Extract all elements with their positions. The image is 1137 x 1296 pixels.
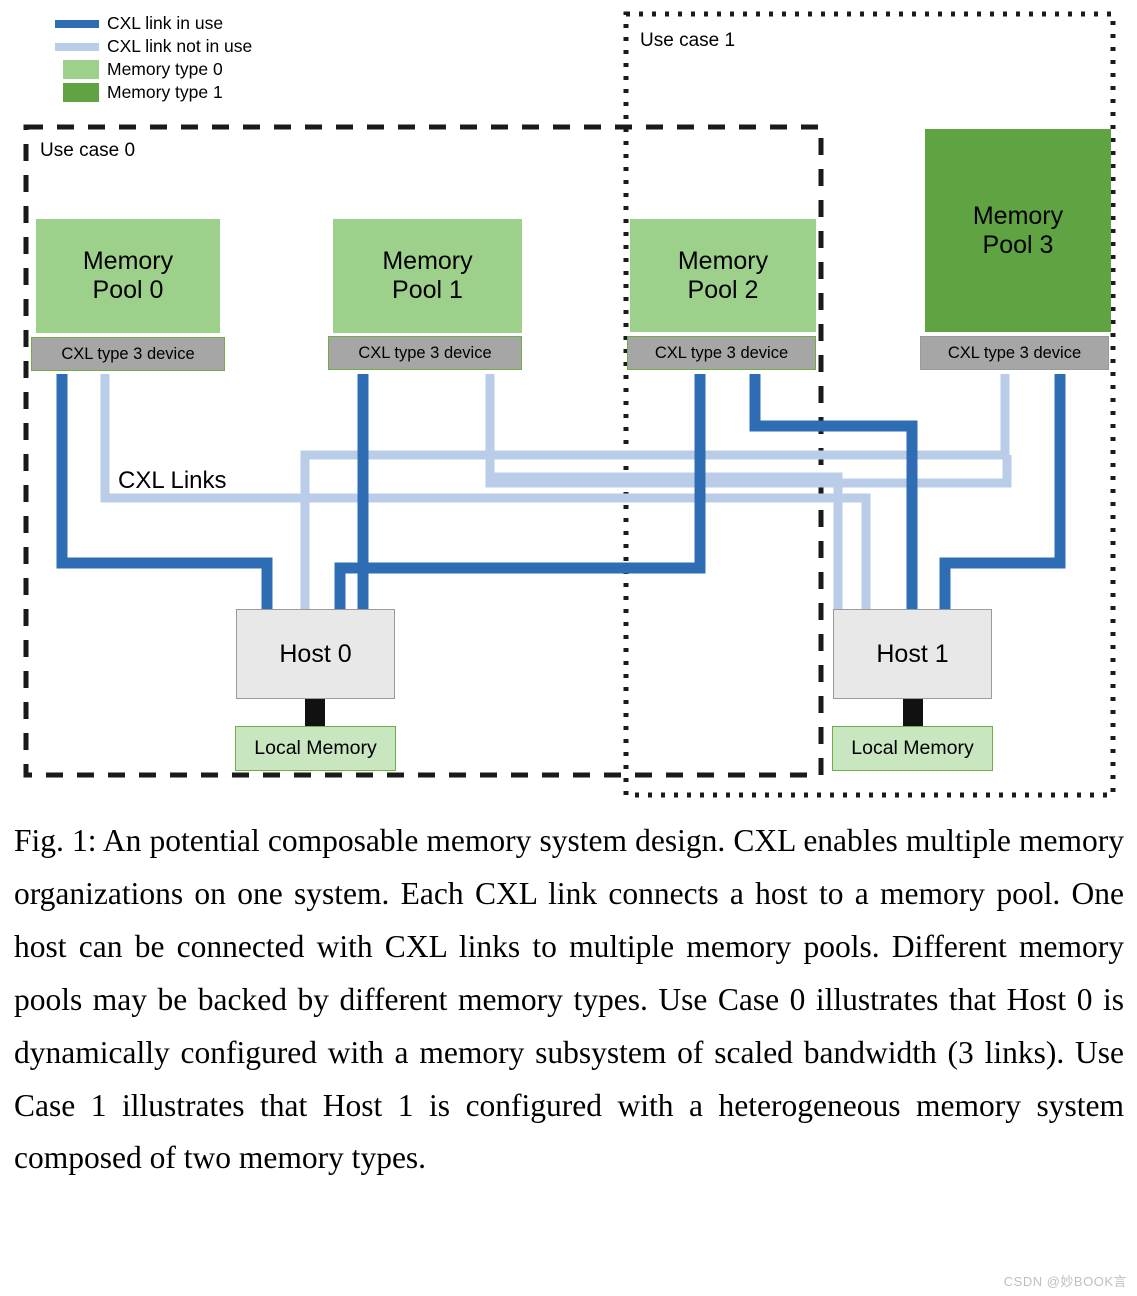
watermark: CSDN @妙BOOK言 xyxy=(1003,1274,1127,1289)
memory-pool-0-title-line-1: Memory xyxy=(82,247,174,276)
legend-label-cxl-link-in-use: CXL link in use xyxy=(107,12,224,33)
memory-pool-2-title-line-2: Pool 2 xyxy=(687,275,759,304)
memory-pool-3-title-line-2: Pool 3 xyxy=(982,230,1054,259)
figure-label-layer: CXL link in use CXL link not in use Memo… xyxy=(31,12,1111,771)
memory-pool-2-device[interactable]: CXL type 3 device xyxy=(627,336,816,370)
memory-pool-1-device-label: CXL type 3 device xyxy=(358,343,492,362)
memory-pool-3[interactable]: Memory Pool 3 xyxy=(925,129,1111,332)
host-0-local-memory-connector xyxy=(305,698,325,726)
legend-swatch-wrap xyxy=(55,19,107,28)
host-1-label: Host 1 xyxy=(876,639,949,668)
host-0-label: Host 0 xyxy=(279,639,352,668)
memory-pool-1-title-line-2: Pool 1 xyxy=(392,276,463,304)
usecase-1-label: Use case 1 xyxy=(640,30,736,51)
cxl-links-not-in-use xyxy=(100,374,1012,610)
legend-label-cxl-link-not-in-use: CXL link not in use xyxy=(107,35,253,56)
memory-pool-3-title-line-1: Memory xyxy=(972,201,1064,230)
memory-pool-1[interactable]: Memory Pool 1 xyxy=(333,219,522,333)
memory-pool-1-title-line-1: Memory xyxy=(382,247,473,276)
cxl-link-pool0-host1-unused xyxy=(100,374,871,610)
legend-swatch-line-not-in-use xyxy=(55,42,99,51)
usecase-0-label: Use case 0 xyxy=(40,140,136,161)
memory-pool-3-device[interactable]: CXL type 3 device xyxy=(920,336,1109,370)
legend-swatch-line-in-use xyxy=(55,19,99,28)
cxl-link-pool2-host0 xyxy=(334,374,706,610)
cxl-links-label: CXL Links xyxy=(118,467,227,494)
legend-swatch-wrap xyxy=(55,42,107,51)
legend-item-memory-type-1: Memory type 1 xyxy=(55,81,252,104)
memory-pool-0-device-label: CXL type 3 device xyxy=(61,344,195,363)
host-0-local-memory[interactable]: Local Memory xyxy=(235,726,396,771)
legend-swatch-box-memory-type-1 xyxy=(63,83,99,102)
memory-pool-1-device[interactable]: CXL type 3 device xyxy=(328,336,522,370)
host-1[interactable]: Host 1 xyxy=(833,609,992,699)
host-1-local-memory-connector xyxy=(903,698,923,726)
legend: CXL link in use CXL link not in use Memo… xyxy=(55,12,252,104)
cxl-link-pool3-host1 xyxy=(939,374,1066,610)
memory-pool-2-device-label: CXL type 3 device xyxy=(654,343,789,362)
memory-pool-0-title-line-2: Pool 0 xyxy=(92,276,164,304)
legend-label-memory-type-1: Memory type 1 xyxy=(107,81,223,102)
memory-pool-2[interactable]: Memory Pool 2 xyxy=(630,219,816,332)
legend-swatch-wrap xyxy=(55,83,107,102)
cxl-links-in-use xyxy=(56,374,1066,610)
memory-pool-3-device-label: CXL type 3 device xyxy=(947,343,1082,362)
cxl-link-pool1-host1-unused xyxy=(485,374,1012,488)
legend-swatch-wrap xyxy=(55,60,107,79)
memory-pool-0[interactable]: Memory Pool 0 xyxy=(36,219,220,333)
cxl-link-pool0-host0 xyxy=(56,374,273,610)
legend-label-memory-type-0: Memory type 0 xyxy=(107,58,223,79)
host-0-local-memory-label: Local Memory xyxy=(254,737,377,759)
host-0[interactable]: Host 0 xyxy=(236,609,395,699)
cxl-link-spare-rail xyxy=(489,472,843,610)
figure-vector-layer xyxy=(23,11,1116,798)
legend-item-cxl-link-not-in-use: CXL link not in use xyxy=(55,35,252,58)
legend-item-memory-type-0: Memory type 0 xyxy=(55,58,252,81)
host-1-local-memory[interactable]: Local Memory xyxy=(832,726,993,771)
memory-pool-2-title-line-1: Memory xyxy=(677,246,769,275)
legend-swatch-box-memory-type-0 xyxy=(63,60,99,79)
legend-item-cxl-link-in-use: CXL link in use xyxy=(55,12,252,35)
cxl-link-pool2-host1 xyxy=(749,374,918,610)
local-memory-connectors xyxy=(305,698,923,726)
figure-composable-memory-system: CXL link in use CXL link not in use Memo… xyxy=(23,11,1116,798)
memory-pool-0-device[interactable]: CXL type 3 device xyxy=(31,337,225,371)
figure-caption: Fig. 1: An potential composable memory s… xyxy=(14,823,1124,1176)
host-1-local-memory-label: Local Memory xyxy=(851,737,974,759)
cxl-link-pool3-host0-unused xyxy=(300,374,1010,610)
usecase-1-frame xyxy=(623,11,1116,798)
